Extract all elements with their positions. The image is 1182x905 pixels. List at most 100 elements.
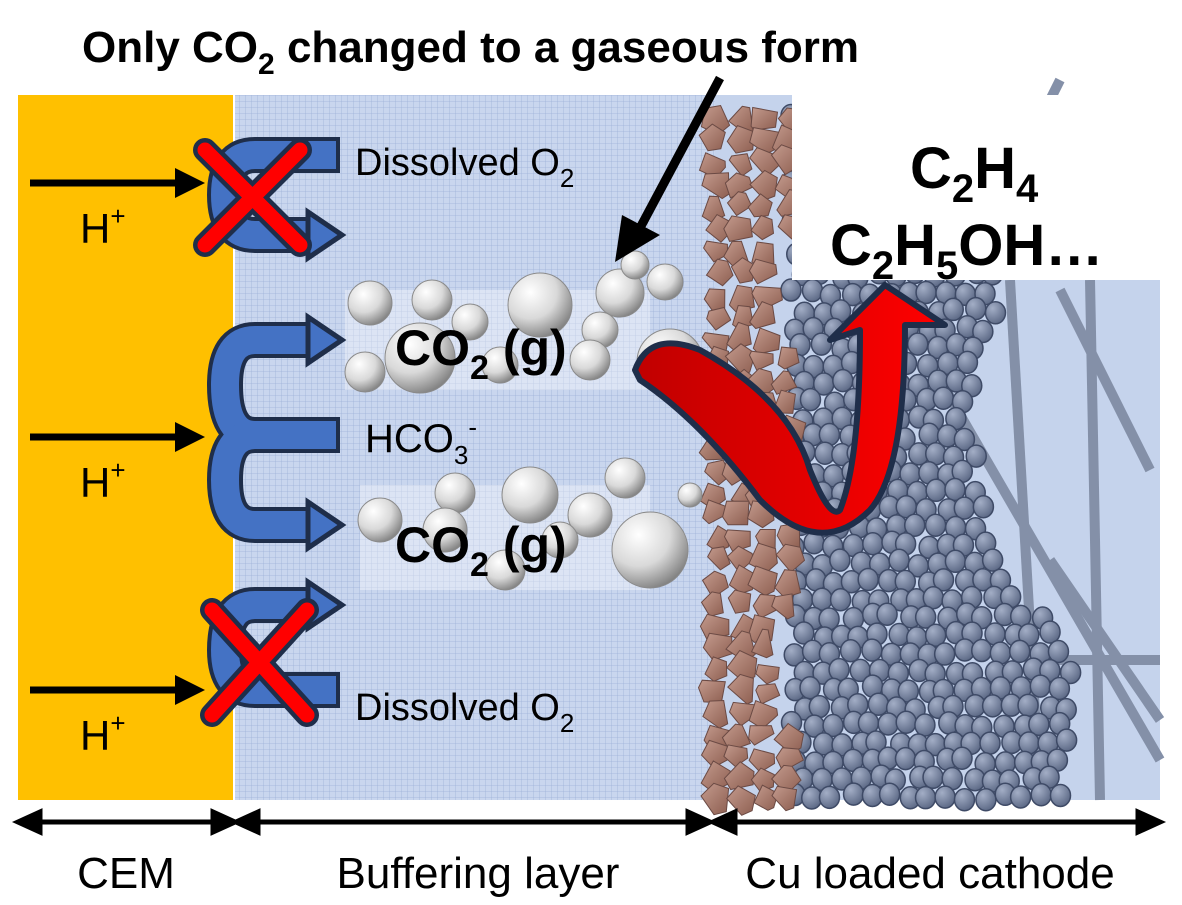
co2-bubble (677, 482, 703, 508)
carbon-particle (934, 785, 956, 809)
co2-bubble (611, 511, 689, 589)
carbon-particle (970, 638, 993, 663)
cu-particle (726, 191, 753, 217)
co2-bubble (481, 346, 519, 384)
carbon-particle (953, 427, 976, 452)
carbon-particle (876, 602, 898, 626)
region-label-cathode: Cu loaded cathode (745, 849, 1114, 898)
carbon-fiber (1045, 557, 1165, 723)
cu-particle (704, 459, 732, 486)
carbon-particle (953, 788, 976, 812)
carbon-particle (878, 782, 901, 806)
cu-particle (777, 346, 800, 370)
carbon-particle (981, 694, 1004, 718)
proton-label-top: H+ (80, 201, 126, 252)
carbon-particle (907, 332, 929, 356)
region-label-cem: CEM (77, 849, 175, 898)
proton-label-middle: H+ (80, 455, 126, 506)
cu-particle (706, 546, 731, 571)
carbon-particle (942, 297, 964, 322)
red-x-icon (200, 598, 319, 727)
carbon-particle (914, 785, 937, 810)
carbon-particle (914, 605, 937, 629)
co2-bubble (646, 263, 684, 301)
carbon-particle (1047, 639, 1070, 664)
carbon-particle (888, 622, 910, 647)
carbon-particle (895, 710, 917, 734)
cem-region (18, 95, 233, 800)
carbon-particle (857, 567, 879, 592)
carbon-particle (981, 548, 1004, 572)
carbon-particle (932, 568, 955, 592)
carbon-particle (951, 746, 973, 770)
co2-bubble (384, 322, 456, 394)
carbon-particle (1009, 785, 1032, 809)
carbon-particle (829, 587, 852, 612)
dissolved-o2-label-bottom: Dissolved O2 (355, 687, 574, 738)
red-conversion-arrow (632, 282, 948, 536)
co2-bubble (422, 507, 468, 553)
co2-bubble (347, 280, 393, 326)
carbon-particle (829, 548, 851, 572)
co2-bubble (434, 472, 476, 514)
region-label-buffer: Buffering layer (337, 849, 620, 898)
carbon-particle (1049, 783, 1072, 808)
carbon-particle (1018, 731, 1040, 755)
carbon-particle (839, 639, 862, 663)
cu-particle (727, 589, 752, 614)
carbon-particle (1017, 693, 1039, 718)
carbon-particle (832, 368, 854, 393)
co2-bubble (567, 492, 613, 538)
product-box (792, 95, 1160, 280)
carbon-particle (915, 280, 937, 305)
carbon-particle (965, 444, 987, 468)
co2-bubble (507, 272, 573, 338)
carbon-fiber (1085, 279, 1105, 801)
cu-particle (706, 306, 732, 331)
carbon-particle (914, 713, 936, 737)
carbon-particle (828, 657, 850, 682)
carbon-particle (933, 642, 956, 666)
carbon-particle (984, 301, 1007, 325)
carbon-particle (842, 782, 865, 806)
co2-gas-label-upper: CO2 (g) (395, 320, 567, 387)
cu-particle (750, 106, 779, 131)
co2-bubble (501, 466, 559, 524)
carbon-fiber (935, 377, 1165, 763)
carbon-particle (780, 278, 802, 302)
carbon-particle (944, 549, 967, 574)
dissolved-o2-label-top: Dissolved O2 (355, 142, 574, 193)
product-c2h5oh: C2H5OH… (830, 213, 1103, 288)
cu-particle (749, 300, 776, 330)
co2-bubble (620, 250, 650, 280)
cu-particle (704, 656, 728, 682)
proton-arrows (30, 168, 205, 705)
carbon-particle (877, 712, 899, 736)
carbon-particle (975, 787, 997, 812)
carbon-particle (1055, 728, 1078, 752)
carbon-particle (894, 746, 917, 771)
co2-bubble (595, 268, 645, 318)
carbon-particle (925, 478, 947, 503)
carbon-particle (1008, 639, 1031, 664)
co2-bubble (344, 351, 386, 393)
cu-particle (723, 215, 753, 242)
cu-particle (722, 500, 750, 526)
carbon-particle (918, 422, 940, 447)
cu-particle (748, 258, 778, 285)
carbon-particle (810, 332, 833, 356)
cu-particle (750, 214, 775, 241)
carbon-particle (903, 513, 926, 537)
cu-particle (771, 593, 795, 620)
co2-gas-label-lower: CO2 (g) (395, 517, 567, 584)
cu-particle (701, 172, 730, 200)
carbon-particle (1059, 660, 1082, 685)
carbon-particle (862, 531, 884, 556)
carbon-particle (1030, 783, 1052, 807)
carbon-particle (1039, 620, 1061, 644)
bicarbonate-label: HCO3- (365, 412, 477, 470)
co2-bubble (357, 497, 403, 543)
cu-particle (747, 193, 773, 218)
region-span-arrows (11, 808, 1167, 836)
